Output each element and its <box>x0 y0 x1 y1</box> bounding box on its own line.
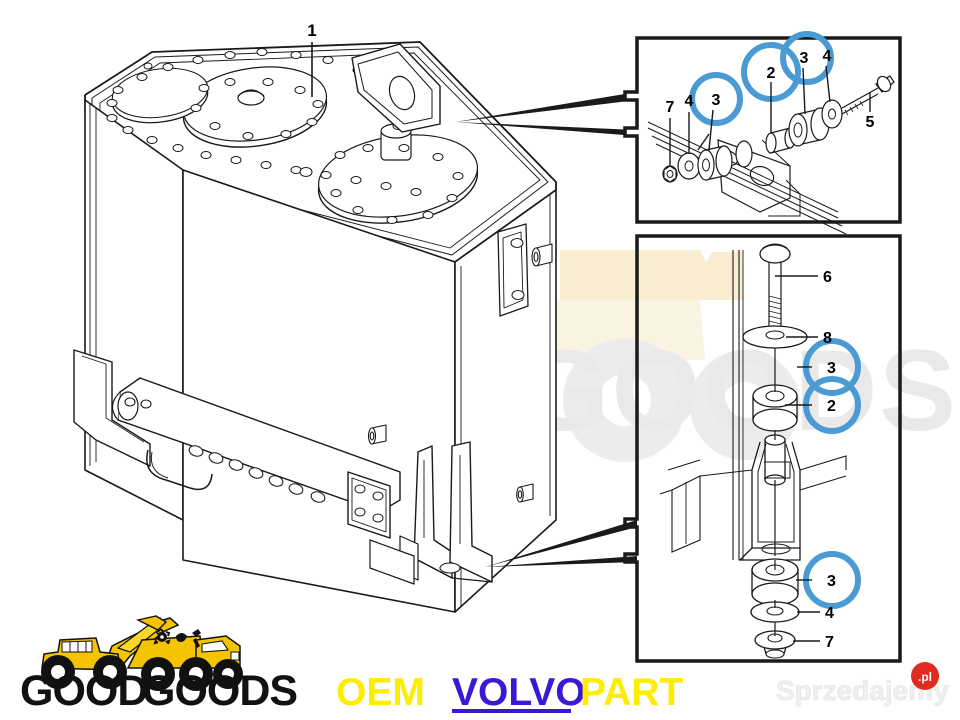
wheel-loader-and-dump-truck-icon <box>41 615 243 691</box>
sprzedajemy-watermark: Sprzedajemy .pl <box>776 662 949 706</box>
hydraulic-tank-assembly <box>73 41 557 613</box>
leader-wedge-lower-b <box>485 556 637 567</box>
callout-labels-bottom: 6 8 3 2 3 4 7 <box>823 269 836 651</box>
footer-tagline: OEM VOLVO PART <box>336 671 683 714</box>
lower-mount-parts <box>659 243 847 659</box>
callout-label-6-bottom: 6 <box>823 269 832 286</box>
callout-label-3-top-b: 3 <box>800 50 809 67</box>
brand-text-goods: GOODS <box>142 667 297 715</box>
sprzedajemy-tld: .pl <box>918 670 932 684</box>
callout-label-4-top-b: 4 <box>823 48 832 65</box>
callout-label-4-bottom: 4 <box>825 605 834 622</box>
sprzedajemy-badge <box>911 662 939 690</box>
callout-label-3-top-a: 3 <box>712 92 721 109</box>
callout-label-8-bottom: 8 <box>823 330 832 347</box>
panel-top-right: 7 4 3 2 3 4 5 <box>623 31 902 235</box>
callout-label-3-bottom-a: 3 <box>827 360 836 377</box>
callout-label-4-top-a: 4 <box>685 93 694 110</box>
panel-bottom-right: 6 8 3 2 3 4 7 <box>623 234 902 663</box>
tagline-volvo: VOLVO <box>452 671 586 714</box>
leader-wedge-upper <box>455 92 637 122</box>
footer-brand-logo: GOOD GOODS <box>20 615 298 715</box>
callout-main-1: 1 <box>307 21 317 97</box>
callout-leaders-bottom <box>775 275 820 642</box>
leader-wedge-upper-b <box>455 122 637 136</box>
callout-label-7-top: 7 <box>666 99 675 116</box>
bolt-heads <box>106 48 464 224</box>
callout-label-2-top: 2 <box>767 65 776 82</box>
tagline-oem: OEM <box>336 671 425 714</box>
brand-text-good: GOOD <box>20 667 147 715</box>
callout-leaders-top <box>669 65 871 166</box>
callout-label-1: 1 <box>307 21 316 40</box>
upper-mount-parts <box>647 75 895 235</box>
callout-label-2-bottom: 2 <box>827 398 836 415</box>
callout-label-7-bottom: 7 <box>825 634 834 651</box>
watermark-text-goods: GOODS <box>520 327 958 455</box>
highlight-circle-3b <box>780 31 834 85</box>
callout-label-5-top: 5 <box>866 114 875 131</box>
sprzedajemy-text: Sprzedajemy <box>776 675 949 706</box>
highlight-circle-3a <box>689 72 743 126</box>
leader-wedge-lower <box>485 520 637 567</box>
callout-labels-top: 7 4 3 2 3 4 5 <box>666 48 875 131</box>
callout-label-3-bottom-b: 3 <box>827 573 836 590</box>
connector-wedges <box>455 92 637 567</box>
tagline-part: PART <box>580 671 683 714</box>
